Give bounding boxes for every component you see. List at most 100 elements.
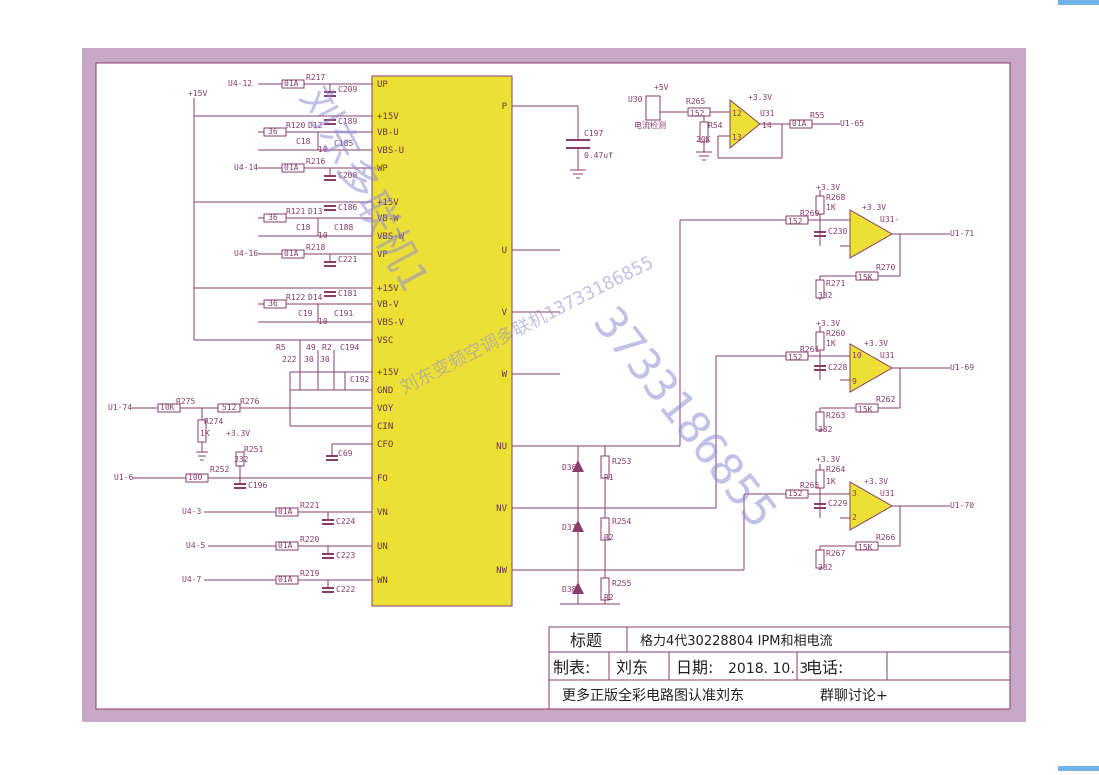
ipm-pin-17: CFO — [377, 440, 393, 450]
label-c197v: 0.47uf — [584, 151, 613, 160]
ipm-pin-15: VOY — [377, 404, 394, 414]
label-p3: 3 — [852, 489, 857, 498]
label-u31d: U31 — [880, 489, 895, 498]
label-c192: C192 — [350, 375, 369, 384]
label-d13: D13 — [308, 207, 323, 216]
label-c187: C18 — [296, 137, 311, 146]
label-p13: 13 — [732, 133, 742, 142]
label-r264: R264 — [826, 465, 845, 474]
label-r0a: R1 — [604, 473, 614, 482]
ipm-pin-right-0: P — [502, 102, 508, 112]
label-v512: 512 — [222, 403, 237, 412]
author-value: 刘东 — [616, 658, 648, 677]
label-r36-2: 36 — [268, 213, 278, 222]
ipm-pin-8: VP — [377, 250, 388, 260]
label-r216: R216 — [306, 157, 325, 166]
label-r121: R121 — [286, 207, 305, 216]
label-r267: R267 — [826, 549, 845, 558]
label-c189: C189 — [338, 117, 357, 126]
author-label: 制表: — [553, 658, 590, 677]
label-v152d: 152 — [788, 489, 803, 498]
net-u4-16: U4-16 — [234, 249, 258, 258]
label-r252: R252 — [210, 465, 229, 474]
label-d1a-2: 01A — [284, 163, 299, 172]
label-u31b: U31- — [880, 215, 899, 224]
label-r262: R262 — [876, 395, 895, 404]
label-d1a-6: 01A — [278, 575, 293, 584]
label-r36-1: 36 — [268, 127, 278, 136]
label-u30: U30 — [628, 95, 643, 104]
component-labels: U4-12 01A R217 C209 +15V C189 36 R120 D1… — [108, 73, 974, 602]
resistor-symbols — [157, 79, 879, 601]
label-c208: C208 — [338, 171, 357, 180]
label-v152c: 152 — [788, 353, 803, 362]
label-r218: R218 — [306, 243, 325, 252]
label-r217: R217 — [306, 73, 325, 82]
net-u1-71: U1-71 — [950, 229, 974, 238]
label-r15k-2: 15K — [858, 405, 873, 414]
label-r221: R221 — [300, 501, 319, 510]
net-u4-3: U4-3 — [182, 507, 201, 516]
net-33v-f: +3.3V — [864, 339, 888, 348]
net-u1-6: U1-6 — [114, 473, 133, 482]
label-c181: C181 — [338, 289, 357, 298]
label-c222: C222 — [336, 585, 355, 594]
net-u4-12: U4-12 — [228, 79, 252, 88]
label-r1k-1: 1K — [200, 429, 210, 438]
label-r120: R120 — [286, 121, 305, 130]
ipm-pin-right-2: V — [502, 308, 508, 318]
ipm-left-pin-labels: UP+15VVB-UVBS-UWP+15VVB-WVBS-WVP+15VVB-V… — [377, 80, 405, 586]
ipm-pin-4: WP — [377, 164, 388, 174]
label-r266: R266 — [876, 533, 895, 542]
net-33v-b: +3.3V — [748, 93, 772, 102]
ipm-pin-right-1: U — [502, 246, 507, 256]
label-r36-3: 36 — [268, 299, 278, 308]
ipm-pin-1: +15V — [377, 112, 399, 122]
label-c18b: C18 — [296, 223, 311, 232]
label-c186: C186 — [338, 203, 357, 212]
label-c228: C228 — [828, 363, 847, 372]
label-r261: R261 — [800, 345, 819, 354]
net-33v-g: +3.3V — [816, 455, 840, 464]
label-v332b: 332 — [818, 291, 833, 300]
ipm-pin-5: +15V — [377, 198, 399, 208]
net-33v-d: +3.3V — [862, 203, 886, 212]
ipm-pin-14: GND — [377, 386, 393, 396]
label-r1k-3: 1K — [826, 339, 836, 348]
label-r268: R268 — [826, 193, 845, 202]
label-r270: R270 — [876, 263, 895, 272]
corner-tab-top — [1058, 0, 1099, 5]
label-d36: D36 — [562, 463, 577, 472]
date-label: 日期: — [676, 658, 713, 677]
label-r274: R274 — [204, 417, 223, 426]
label-r0b: R2 — [604, 533, 614, 542]
net-15v: +15V — [188, 89, 207, 98]
label-r0c: R2 — [604, 593, 614, 602]
label-r2x: R2 — [322, 343, 332, 352]
label-d1a-4: 01A — [278, 507, 293, 516]
net-u4-14: U4-14 — [234, 163, 258, 172]
label-c197: C197 — [584, 129, 603, 138]
label-c19: C19 — [298, 309, 313, 318]
label-r253: R253 — [612, 457, 631, 466]
title-label: 标题 — [570, 631, 602, 650]
ipm-pin-13: +15V — [377, 368, 399, 378]
capacitor-symbols — [234, 91, 826, 593]
net-33v-h: +3.3V — [864, 477, 888, 486]
ground-symbols — [196, 151, 712, 461]
net-u1-70: U1-70 — [950, 501, 974, 510]
ipm-pin-12: VSC — [377, 336, 393, 346]
label-u31a: U31 — [760, 109, 775, 118]
label-c191: C191 — [334, 309, 353, 318]
label-p9: 9 — [852, 377, 857, 386]
label-p12: 12 — [732, 109, 742, 118]
label-r275: R275 — [176, 397, 195, 406]
label-v332d: 332 — [818, 563, 833, 572]
label-r254: R254 — [612, 517, 631, 526]
label-c194: C194 — [340, 343, 359, 352]
net-u4-5: U4-5 — [186, 541, 205, 550]
ipm-pin-20: UN — [377, 542, 388, 552]
label-v100: 100 — [188, 473, 203, 482]
